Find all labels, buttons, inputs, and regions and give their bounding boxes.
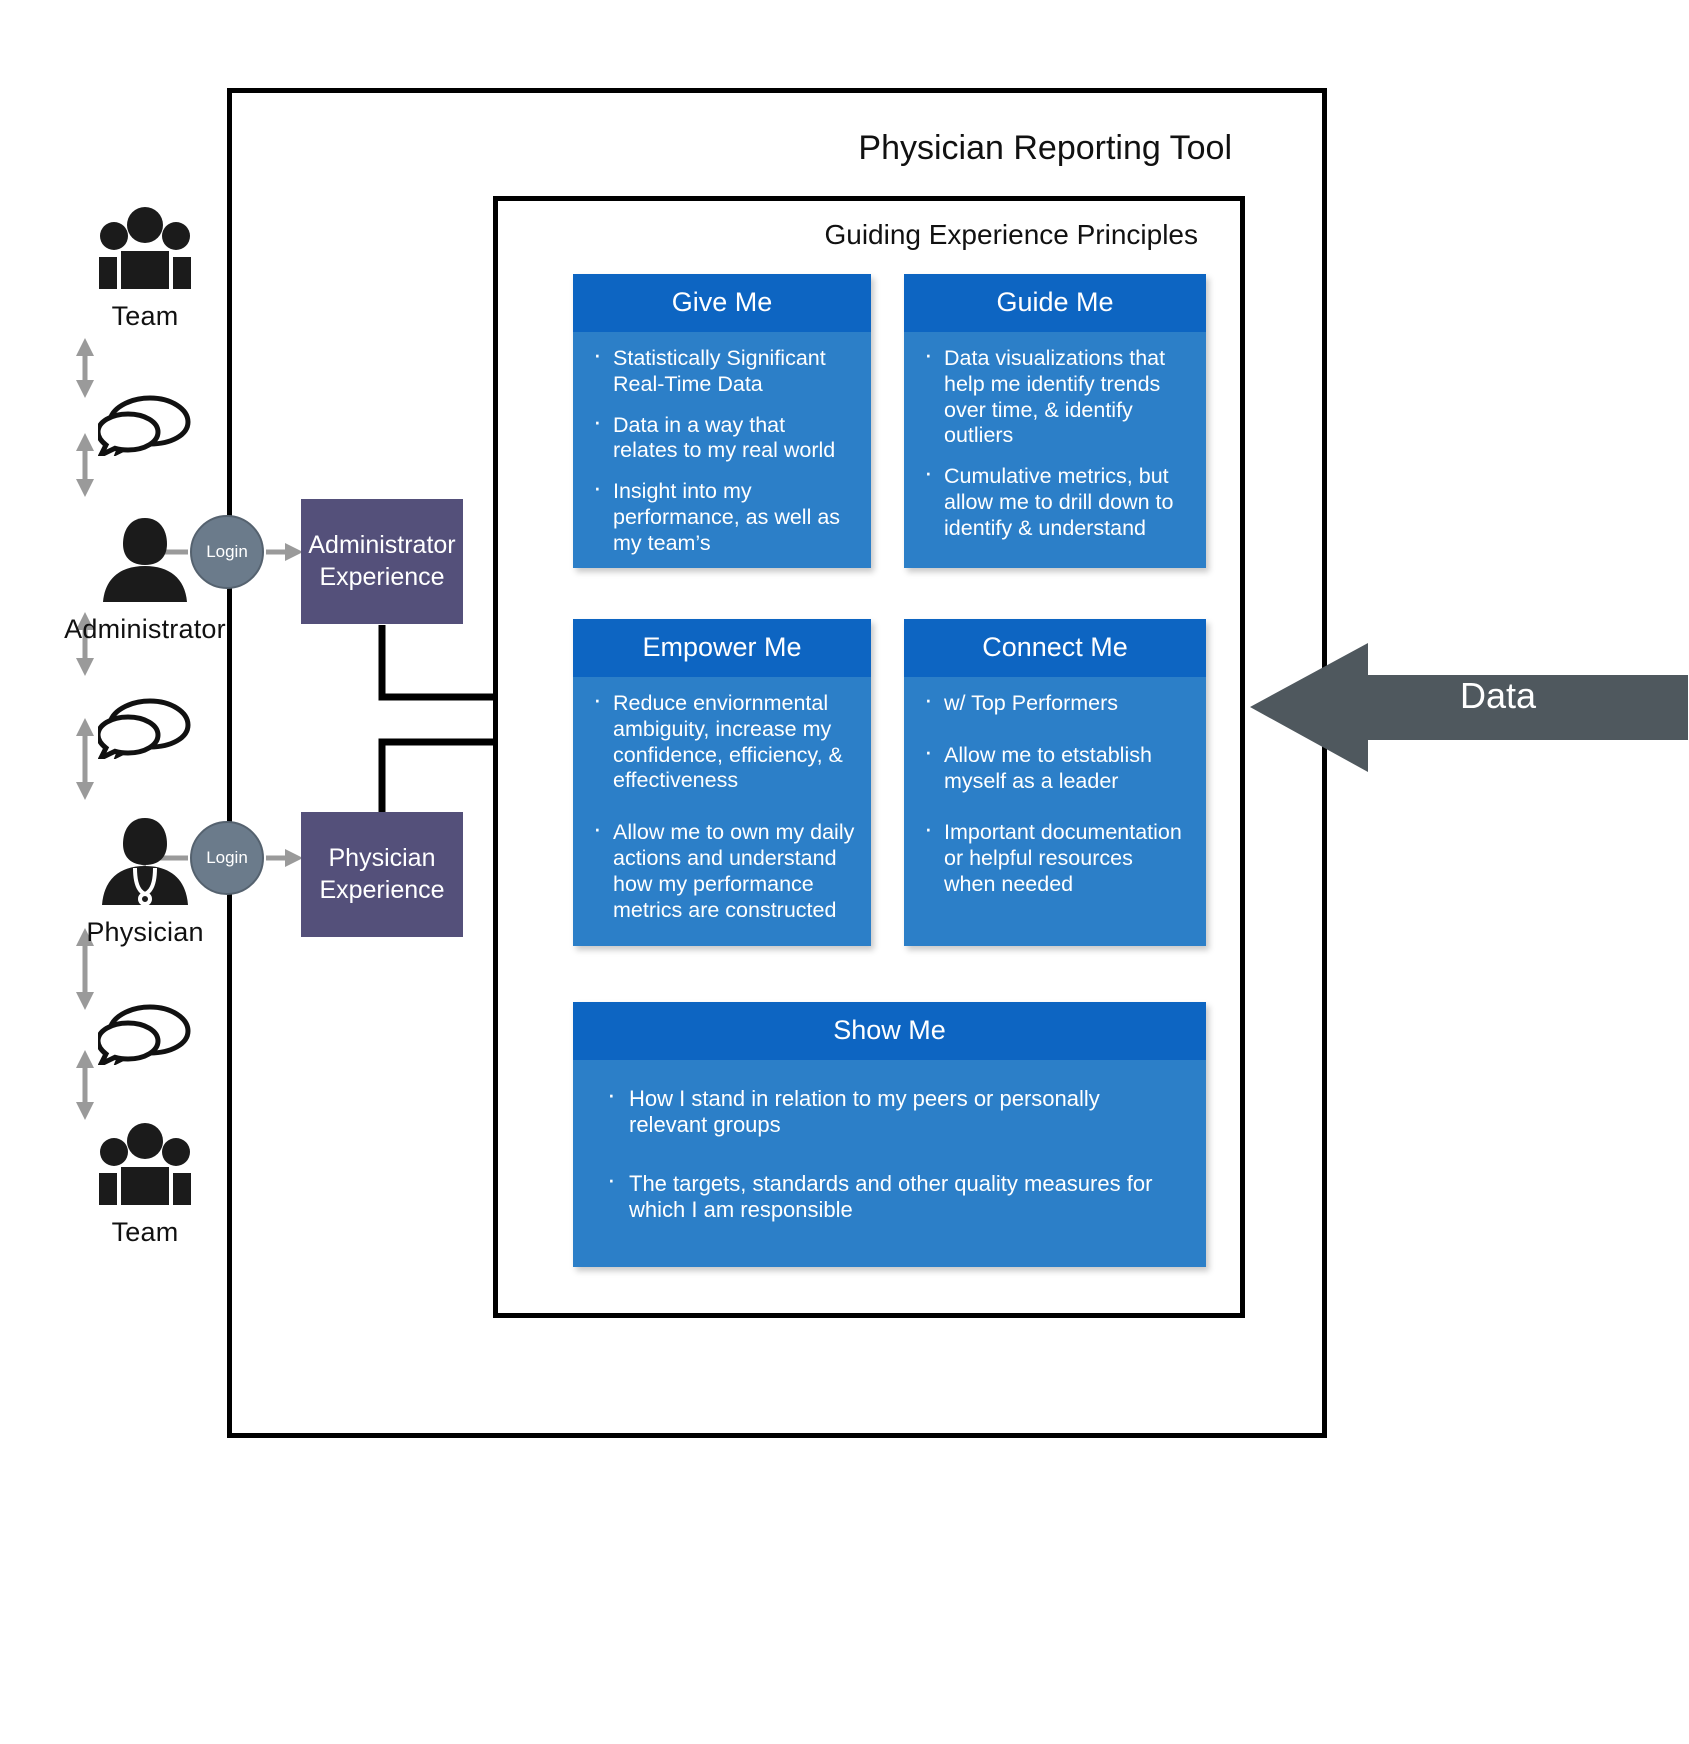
bullet-list: Data visualizations that help me identif… [918, 341, 1190, 542]
bullet-list: Statistically Significant Real-Time Data… [587, 341, 855, 557]
physician-experience-box[interactable]: Physician Experience [301, 812, 463, 937]
login-badge-physician[interactable]: Login [190, 821, 264, 895]
card-body: w/ Top Performers Allow me to etstablish… [904, 677, 1206, 934]
list-item: Allow me to etstablish myself as a leade… [918, 738, 1190, 795]
administrator-person-icon [103, 518, 187, 602]
experience-line-2: Experience [319, 875, 445, 904]
list-item: Statistically Significant Real-Time Data [587, 341, 855, 398]
login-badge-administrator[interactable]: Login [190, 515, 264, 589]
speech-bubbles-icon [98, 698, 191, 759]
experience-line-2: Experience [319, 562, 445, 591]
list-item: Allow me to own my daily actions and und… [587, 815, 855, 923]
guiding-experience-principles-frame: Guiding Experience Principles [493, 196, 1245, 1318]
conversation-1 [98, 394, 192, 456]
speech-bubbles-icon [98, 1004, 191, 1065]
principles-title: Guiding Experience Principles [824, 219, 1198, 250]
login-label: Login [206, 542, 248, 561]
conversation-2 [98, 697, 192, 759]
persona-label: Team [111, 1217, 179, 1247]
persona-team-bottom: Team [95, 1121, 195, 1248]
list-item: Data in a way that relates to my real wo… [587, 408, 855, 465]
list-item: Data visualizations that help me identif… [918, 341, 1190, 449]
data-arrow-shape [1250, 643, 1688, 772]
list-item: How I stand in relation to my peers or p… [601, 1081, 1176, 1139]
persona-label: Team [111, 301, 179, 331]
team-group-icon [99, 1123, 191, 1205]
card-title: Guide Me [904, 274, 1206, 332]
bullet-list: Reduce enviornmental ambiguity, increase… [587, 686, 855, 923]
list-item: The targets, standards and other quality… [601, 1166, 1176, 1224]
card-title: Show Me [573, 1002, 1206, 1060]
list-item: Insight into my performance, as well as … [587, 474, 855, 556]
experience-line-1: Physician [328, 844, 436, 873]
principle-card-show-me[interactable]: Show Me How I stand in relation to my pe… [573, 1002, 1206, 1267]
persona-team-top: Team [95, 205, 195, 332]
conversation-3 [98, 1003, 192, 1065]
bullet-list: How I stand in relation to my peers or p… [601, 1081, 1176, 1224]
card-body: Reduce enviornmental ambiguity, increase… [573, 677, 871, 959]
principle-card-empower-me[interactable]: Empower Me Reduce enviornmental ambiguit… [573, 619, 871, 946]
card-body: How I stand in relation to my peers or p… [573, 1060, 1206, 1266]
principle-card-connect-me[interactable]: Connect Me w/ Top Performers Allow me to… [904, 619, 1206, 946]
persona-column: Team Administrator Physician [30, 205, 260, 1248]
principle-card-give-me[interactable]: Give Me Statistically Significant Real-T… [573, 274, 871, 568]
persona-label: Administrator [64, 614, 226, 644]
principle-card-guide-me[interactable]: Guide Me Data visualizations that help m… [904, 274, 1206, 568]
data-arrow-label: Data [1459, 675, 1537, 716]
bullet-list: w/ Top Performers Allow me to etstablish… [918, 686, 1190, 898]
card-body: Data visualizations that help me identif… [904, 332, 1206, 567]
list-item: Reduce enviornmental ambiguity, increase… [587, 686, 855, 794]
card-title: Connect Me [904, 619, 1206, 677]
persona-administrator: Administrator [64, 514, 226, 645]
persona-physician: Physician [86, 815, 203, 948]
speech-bubbles-icon [98, 395, 191, 456]
list-item: w/ Top Performers [918, 686, 1190, 717]
list-item: Important documentation or helpful resou… [918, 815, 1190, 897]
physician-stethoscope-icon [101, 818, 188, 906]
card-title: Give Me [573, 274, 871, 332]
physician-reporting-tool-frame: Physician Reporting Tool [227, 88, 1327, 1438]
card-title: Empower Me [573, 619, 871, 677]
experience-line-1: Administrator [308, 531, 456, 560]
persona-label: Physician [86, 917, 204, 947]
login-label: Login [206, 848, 248, 867]
page-title: Physician Reporting Tool [858, 129, 1232, 167]
card-body: Statistically Significant Real-Time Data… [573, 332, 871, 582]
data-inflow-arrow: Data [1250, 625, 1688, 790]
list-item: Cumulative metrics, but allow me to dril… [918, 459, 1190, 541]
team-group-icon [99, 207, 191, 289]
administrator-experience-box[interactable]: Administrator Experience [301, 499, 463, 624]
